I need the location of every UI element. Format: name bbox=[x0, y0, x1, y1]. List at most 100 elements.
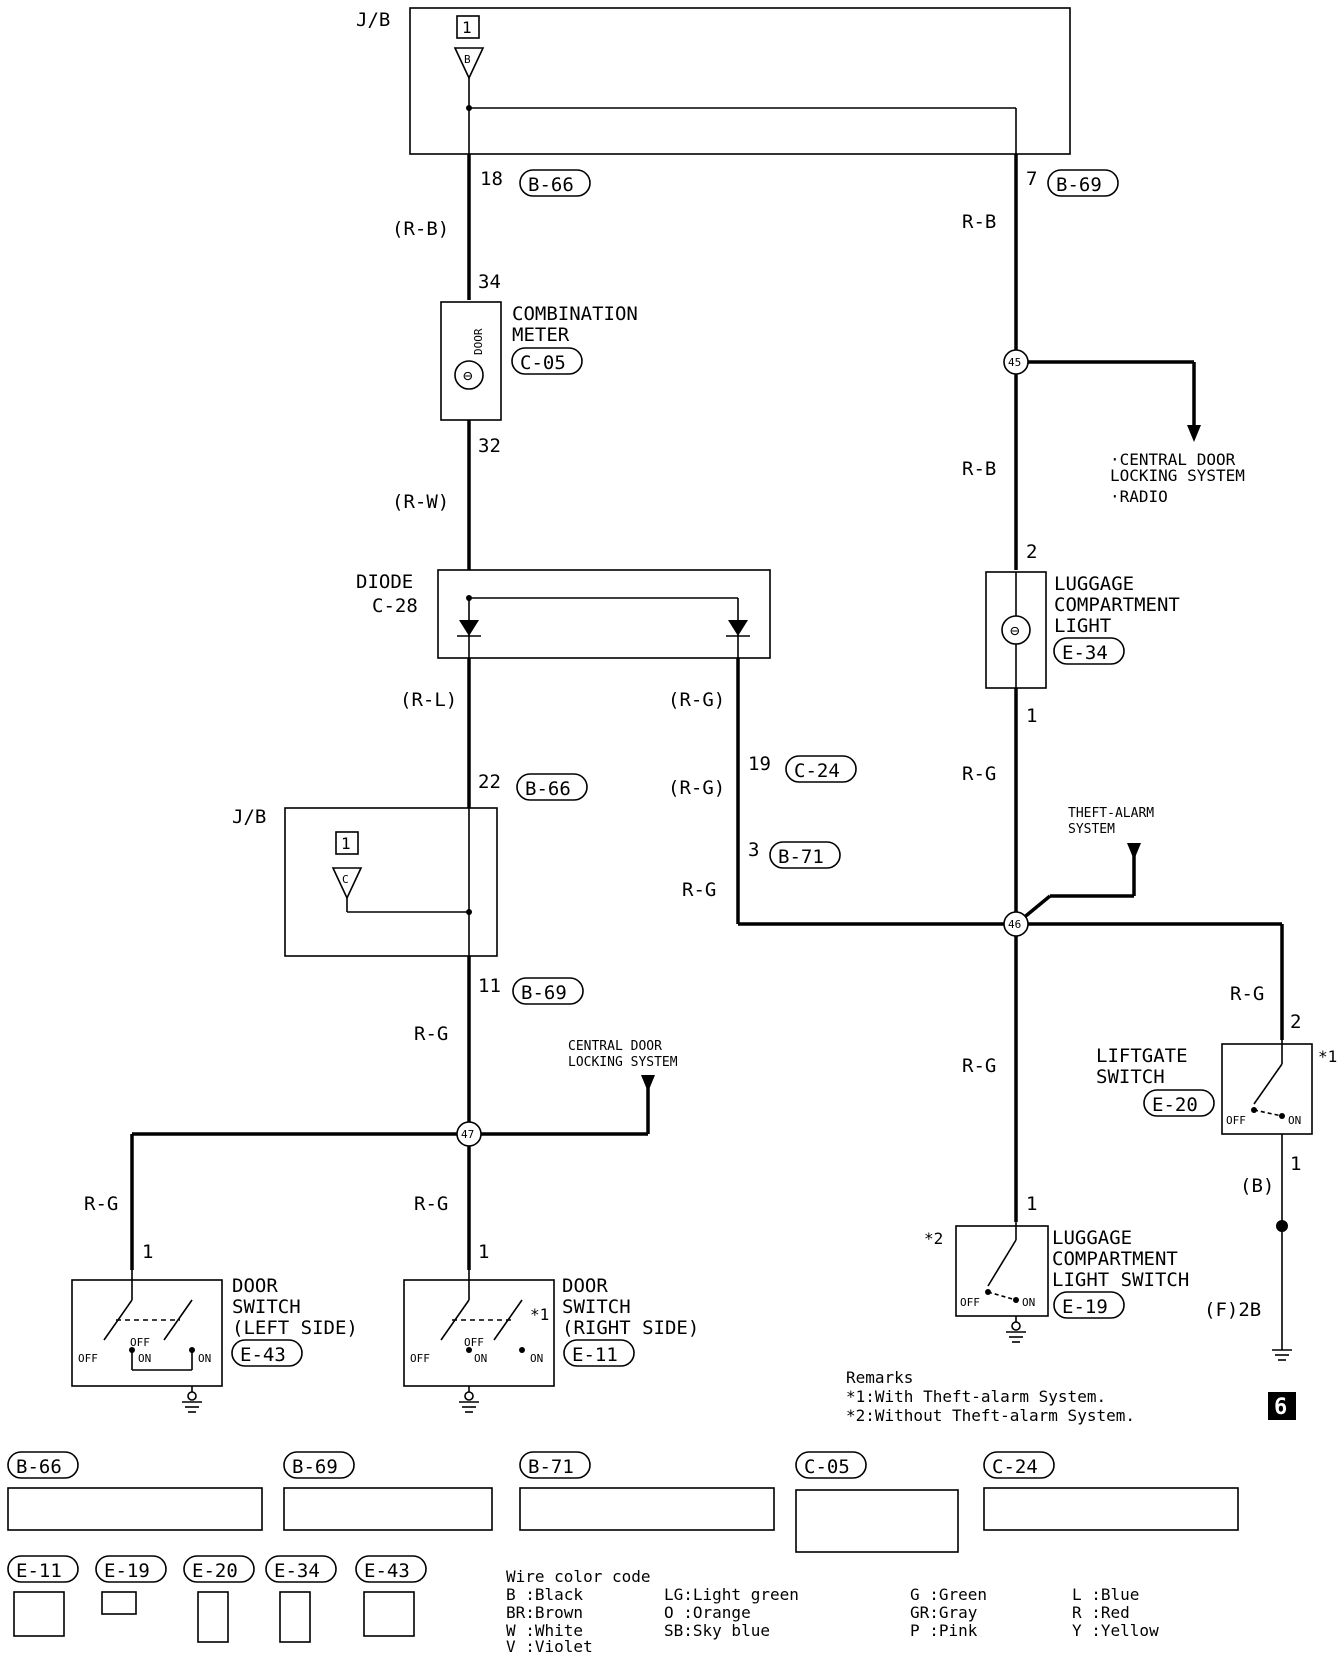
luggage-switch-label-3: LIGHT SWITCH bbox=[1052, 1269, 1189, 1291]
arrow-down-icon bbox=[1187, 425, 1201, 442]
wire-r-g-door-right: R-G bbox=[414, 1193, 448, 1215]
diode-c28 bbox=[437, 569, 771, 659]
page-badge bbox=[1268, 1392, 1296, 1420]
connector-b71: B-71 bbox=[778, 846, 824, 868]
wcc-2: W :White bbox=[506, 1621, 583, 1640]
connector-c24: C-24 bbox=[794, 760, 840, 782]
door-left-label-1: DOOR bbox=[232, 1275, 278, 1297]
liftgate-label-1: LIFTGATE bbox=[1096, 1045, 1188, 1067]
liftgate-label-2: SWITCH bbox=[1096, 1066, 1165, 1088]
dest-cdl-radio-2: LOCKING SYSTEM bbox=[1110, 466, 1245, 485]
wire-r-l: (R-L) bbox=[400, 689, 457, 711]
jb-top-label: J/B bbox=[356, 9, 390, 31]
connector-b69-mid: B-69 bbox=[521, 982, 567, 1004]
remarks: Remarks *1:With Theft-alarm System. *2:W… bbox=[846, 1368, 1296, 1425]
pin-32: 32 bbox=[478, 435, 501, 457]
pin-2-liftgate: 2 bbox=[1290, 1011, 1301, 1033]
remarks-title: Remarks bbox=[846, 1368, 913, 1387]
wire-r-w: (R-W) bbox=[392, 491, 449, 513]
connector-e20: E-20 bbox=[1152, 1094, 1198, 1116]
jb-mid-fuse-number: 1 bbox=[341, 834, 351, 853]
connector-b66-top: B-66 bbox=[528, 174, 574, 196]
table-b69: B-69 bbox=[292, 1456, 338, 1478]
splice-47 bbox=[456, 1121, 482, 1147]
wire-b: (B) bbox=[1240, 1175, 1274, 1197]
door-right-on-1: ON bbox=[474, 1352, 487, 1365]
door-right-label-2: SWITCH bbox=[562, 1296, 631, 1318]
wcc-3: V :Violet bbox=[506, 1637, 593, 1654]
wire-r-g-door-left: R-G bbox=[84, 1193, 118, 1215]
diode-symbol-left bbox=[459, 620, 479, 636]
splice-46 bbox=[1003, 911, 1029, 937]
table-e11: E-11 bbox=[16, 1560, 62, 1582]
table-e43: E-43 bbox=[364, 1560, 410, 1582]
wire-r-g-liftgate: R-G bbox=[1230, 983, 1264, 1005]
dest-cdl-2: LOCKING SYSTEM bbox=[568, 1055, 678, 1070]
combination-meter-label-1: COMBINATION bbox=[512, 303, 638, 325]
luggage-switch-off: OFF bbox=[960, 1296, 980, 1309]
wcc-8: GR:Gray bbox=[910, 1603, 978, 1622]
pin-1-luggage-light: 1 bbox=[1026, 705, 1037, 727]
connector-e11: E-11 bbox=[572, 1344, 618, 1366]
light-bulb-icon bbox=[1001, 615, 1031, 645]
liftgate-off: OFF bbox=[1226, 1114, 1246, 1127]
wire-r-g-left-main: R-G bbox=[414, 1023, 448, 1045]
door-right-note: *1 bbox=[530, 1305, 549, 1324]
wcc-0: B :Black bbox=[506, 1585, 583, 1604]
connector-b69-top: B-69 bbox=[1056, 174, 1102, 196]
wcc-4: LG:Light green bbox=[664, 1585, 799, 1604]
jb-top-fuse-number: 1 bbox=[462, 18, 472, 37]
page-badge-number: 6 bbox=[1274, 1395, 1287, 1420]
luggage-light-label-1: LUGGAGE bbox=[1054, 573, 1134, 595]
luggage-light-label-3: LIGHT bbox=[1054, 615, 1111, 637]
wire-r-b-right-2: R-B bbox=[962, 458, 996, 480]
connector-c05: C-05 bbox=[520, 352, 566, 374]
door-indicator-label: DOOR bbox=[472, 328, 485, 355]
jb-mid-label: J/B bbox=[232, 806, 266, 828]
arrow-down-icon bbox=[641, 1075, 655, 1092]
connector-e34: E-34 bbox=[1062, 642, 1108, 664]
dest-theft-1: THEFT-ALARM bbox=[1068, 806, 1154, 821]
luggage-light-label-2: COMPARTMENT bbox=[1054, 594, 1180, 616]
wcc-7: G :Green bbox=[910, 1585, 987, 1604]
door-switch-left: OFF OFF ON ON bbox=[71, 1270, 223, 1413]
table-c05: C-05 bbox=[804, 1456, 850, 1478]
luggage-light-switch: OFF ON bbox=[955, 1222, 1049, 1343]
wcc-11: R :Red bbox=[1072, 1603, 1130, 1622]
door-switch-right: OFF OFF ON ON bbox=[403, 1270, 555, 1413]
door-left-off-1: OFF bbox=[78, 1352, 98, 1365]
svg-text:⊖: ⊖ bbox=[1010, 621, 1020, 640]
door-right-label-3: (RIGHT SIDE) bbox=[562, 1317, 699, 1339]
pin-1-door-right: 1 bbox=[478, 1241, 489, 1263]
remark-2: *2:Without Theft-alarm System. bbox=[846, 1406, 1135, 1425]
door-right-label-1: DOOR bbox=[562, 1275, 608, 1297]
dest-cdl-1: CENTRAL DOOR bbox=[568, 1039, 662, 1054]
ground-point-label: (F)2B bbox=[1204, 1299, 1261, 1321]
luggage-switch-label-1: LUGGAGE bbox=[1052, 1227, 1132, 1249]
dest-cdl-radio-1: ·CENTRAL DOOR bbox=[1110, 450, 1236, 469]
door-left-on-1: ON bbox=[138, 1352, 151, 1365]
left-circuit: 18 B-66 (R-B) 34 DOOR ⊖ COMBINATION METE… bbox=[71, 154, 771, 1413]
table-e20: E-20 bbox=[192, 1560, 238, 1582]
wire-r-g-b71: R-G bbox=[682, 879, 716, 901]
right-circuit: 7 B-69 R-B 45 ·CENTRAL DOOR LOCKING SYST… bbox=[924, 154, 1337, 1361]
table-b66: B-66 bbox=[16, 1456, 62, 1478]
splice-45-label: 45 bbox=[1008, 356, 1021, 369]
combination-meter-label-2: METER bbox=[512, 324, 570, 346]
door-left-off-2: OFF bbox=[130, 1336, 150, 1349]
door-right-off-2: OFF bbox=[464, 1336, 484, 1349]
pin-3: 3 bbox=[748, 839, 759, 861]
pin-22: 22 bbox=[478, 771, 501, 793]
wire-color-title: Wire color code bbox=[506, 1567, 651, 1586]
splice-45 bbox=[1003, 349, 1029, 375]
pin-1-door-left: 1 bbox=[142, 1241, 153, 1263]
luggage-switch-label-2: COMPARTMENT bbox=[1052, 1248, 1178, 1270]
wcc-10: L :Blue bbox=[1072, 1585, 1139, 1604]
table-e34: E-34 bbox=[274, 1560, 320, 1582]
wcc-5: O :Orange bbox=[664, 1603, 751, 1622]
connector-views: B-66 B-69 B-71 C-05 C-24 E-11 E-19 E-20 … bbox=[7, 1451, 1239, 1643]
connector-e19: E-19 bbox=[1062, 1296, 1108, 1318]
wcc-9: P :Pink bbox=[910, 1621, 978, 1640]
liftgate-note: *1 bbox=[1318, 1047, 1337, 1066]
